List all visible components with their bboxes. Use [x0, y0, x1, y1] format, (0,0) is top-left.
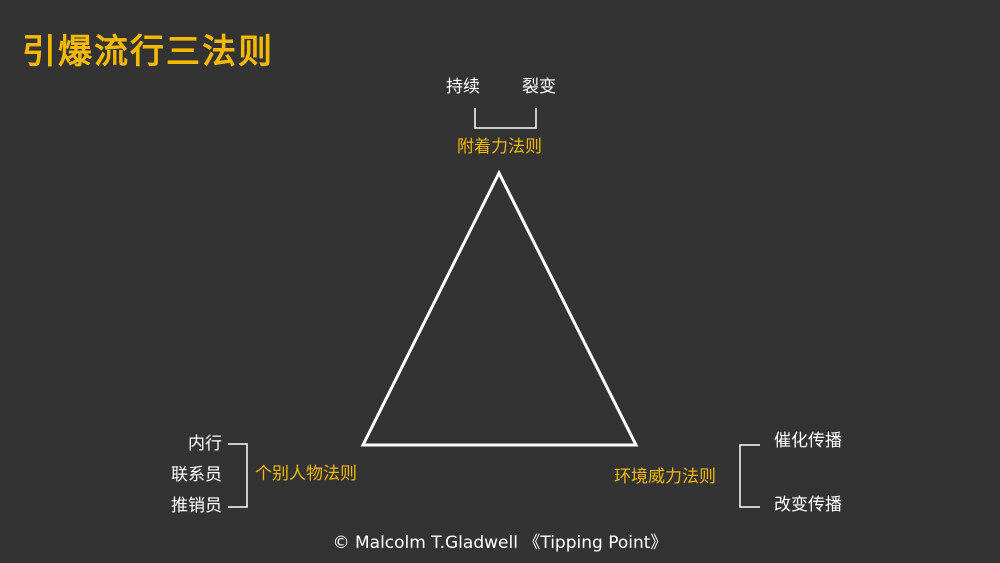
left-rule-label: 个别人物法则: [255, 464, 357, 484]
left-bracket: [228, 443, 248, 508]
right-item-change: 改变传播: [774, 495, 842, 515]
top-bracket: [474, 108, 537, 129]
top-item-fission: 裂变: [522, 77, 556, 97]
triangle-outline: [360, 169, 639, 447]
credit-line: © Malcolm T.Gladwell 《Tipping Point》: [332, 533, 668, 553]
top-rule-label: 附着力法则: [457, 137, 542, 157]
right-bracket: [739, 444, 760, 508]
top-item-persistence: 持续: [446, 77, 480, 97]
page-title: 引爆流行三法则: [22, 32, 274, 72]
right-rule-label: 环境威力法则: [614, 467, 716, 487]
left-item-salesmen: 推销员: [171, 496, 222, 516]
left-item-connectors: 联系员: [171, 465, 222, 485]
left-item-mavens: 内行: [188, 434, 222, 454]
right-item-catalyze: 催化传播: [774, 431, 842, 451]
